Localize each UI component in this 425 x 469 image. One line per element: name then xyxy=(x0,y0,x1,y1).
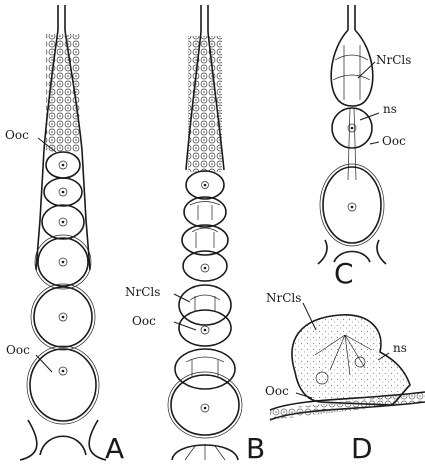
panel-b-egg-chambers xyxy=(168,171,242,438)
panel-d-ovariole xyxy=(270,303,425,420)
label-ooc-c: Ooc xyxy=(382,135,406,147)
panel-label-b: B xyxy=(246,435,265,463)
label-ooc-d: Ooc xyxy=(265,385,289,397)
label-ooc-a-lower: Ooc xyxy=(6,344,30,356)
label-ns-d: ns xyxy=(393,342,407,354)
panel-b-ovariole xyxy=(168,5,242,460)
panel-label-c: C xyxy=(334,260,354,288)
label-nrcls-c: NrCls xyxy=(376,54,411,66)
panel-a-egg-chambers xyxy=(27,152,99,424)
label-nrcls-b: NrCls xyxy=(125,286,160,298)
label-ns-c: ns xyxy=(383,103,397,115)
panel-label-d: D xyxy=(351,435,373,463)
label-ooc-a-upper: Ooc xyxy=(5,129,29,141)
panel-a-ovariole xyxy=(20,5,106,460)
label-nrcls-d: NrCls xyxy=(266,292,301,304)
panel-c-ovariole xyxy=(318,5,386,264)
label-ooc-b: Ooc xyxy=(132,315,156,327)
panel-label-a: A xyxy=(105,435,124,463)
